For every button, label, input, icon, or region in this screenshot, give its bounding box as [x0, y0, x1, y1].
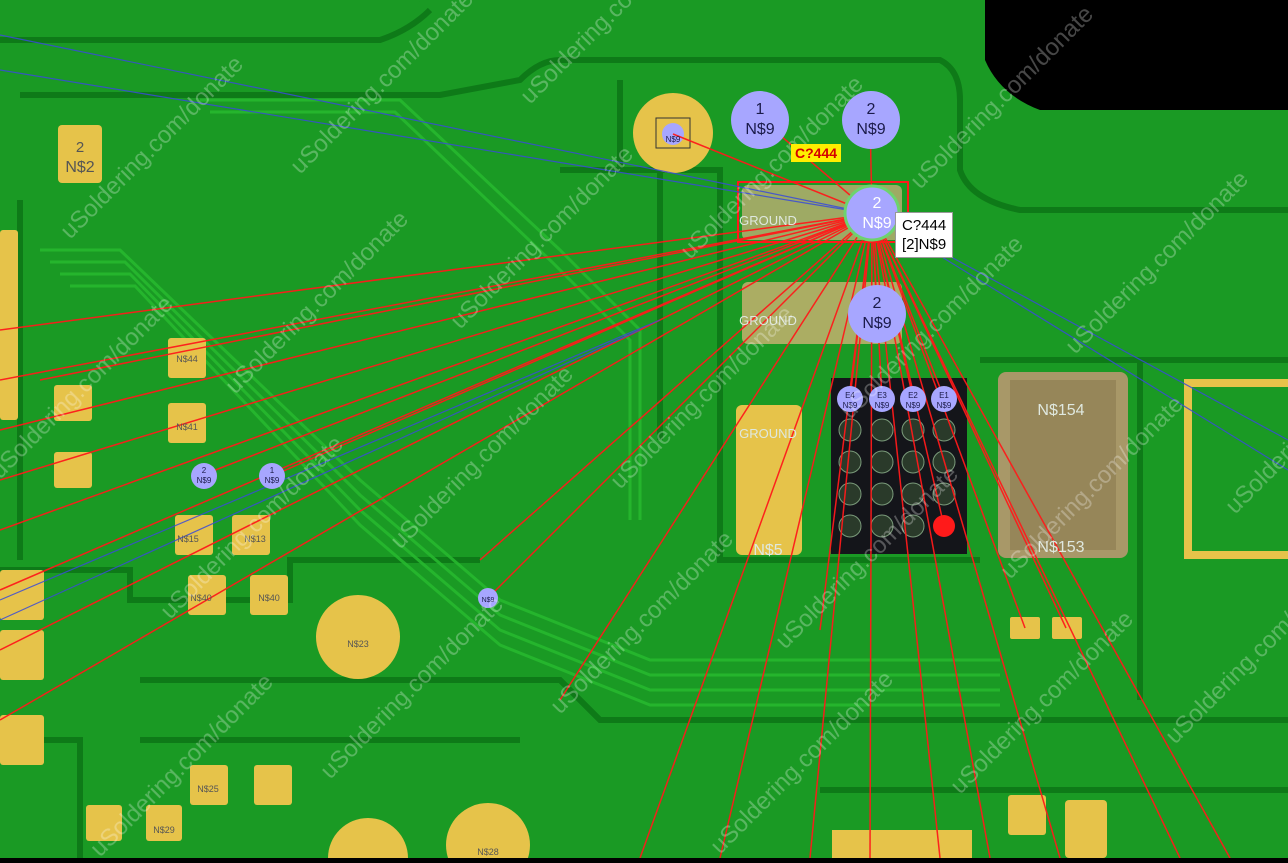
ground-label: GROUND [739, 213, 797, 228]
ratsnest-lines [0, 117, 1231, 859]
pad-net: N$9 [265, 476, 280, 485]
pad-1-n9[interactable] [731, 91, 789, 149]
net-label-n153: N$153 [1037, 539, 1084, 556]
pad-num: 2 [867, 101, 876, 118]
net-label-n40: N$40 [258, 593, 280, 603]
pad-net: N$9 [745, 121, 774, 138]
net-label-n25: N$25 [197, 784, 219, 794]
bga-pin-net: N$9 [937, 401, 952, 410]
selected-part-label: C?444 [791, 144, 842, 162]
component-labels: GROUND GROUND GROUND N$154 N$153 N$5 N$2… [153, 135, 1084, 857]
pad-2-n9[interactable] [842, 91, 900, 149]
net-label-n40: N$40 [190, 593, 212, 603]
pad-num: 1 [270, 466, 275, 475]
bga-pin-e3[interactable] [869, 386, 895, 412]
round-pad-n28[interactable] [446, 803, 530, 863]
diagonal-traces [40, 98, 1000, 707]
round-pad-n23[interactable] [316, 595, 400, 679]
pad-2-n9-lower[interactable] [848, 285, 906, 343]
net-label-n44: N$44 [176, 354, 198, 364]
net-label-n9: N$9 [666, 135, 681, 144]
bga-pin-id: E3 [877, 391, 887, 400]
net-label-n28: N$28 [477, 847, 499, 857]
net-label-n15: N$15 [177, 534, 199, 544]
bga-pin-net: N$9 [875, 401, 890, 410]
bga-pin-net: N$9 [843, 401, 858, 410]
small-pad-2-n9[interactable] [191, 463, 217, 489]
bga-pin-e4[interactable] [837, 386, 863, 412]
bga-pin-id: E2 [908, 391, 918, 400]
ground-label: GROUND [739, 313, 797, 328]
hover-tooltip: C?444 [2]N$9 [895, 212, 954, 258]
pad-num: 2 [76, 139, 84, 156]
pad-num: 2 [873, 195, 882, 212]
net-label-n154: N$154 [1037, 402, 1084, 419]
pad-num: 2 [873, 295, 882, 312]
net-label-n29: N$29 [153, 825, 175, 835]
net-label-n23: N$23 [347, 639, 369, 649]
tiny-pad-n9[interactable] [478, 588, 498, 608]
board-top-strip [0, 0, 420, 40]
pad-num: 2 [202, 466, 207, 475]
bga-pin-id: E4 [845, 391, 855, 400]
gold-frame [1184, 379, 1288, 559]
net-label-n5: N$5 [753, 542, 782, 559]
capacitor-vertical[interactable] [736, 405, 802, 555]
bga-pin-e2[interactable] [900, 386, 926, 412]
pad-net: N$9 [856, 121, 885, 138]
bga-pin-e1[interactable] [931, 386, 957, 412]
ground-label: GROUND [739, 426, 797, 441]
tooltip-pin-net: [2]N$9 [902, 236, 947, 253]
tooltip-part: C?444 [902, 217, 947, 234]
pad-net: N$9 [197, 476, 212, 485]
pad-net: N$2 [65, 159, 94, 176]
bga-pin-id: E1 [939, 391, 949, 400]
small-pad-1-n9[interactable] [259, 463, 285, 489]
pad-num: 1 [756, 101, 765, 118]
net-label-n13: N$13 [244, 534, 266, 544]
bga-pin-net: N$9 [906, 401, 921, 410]
net-label-n41: N$41 [176, 422, 198, 432]
pad-labels: 1 N$9 2 N$9 2 N$9 2 N$9 2 N$2 E4 N$9 E3 … [65, 101, 952, 604]
small-pads [0, 125, 1107, 858]
pad-net: N$9 [862, 315, 891, 332]
pad-net: N$9 [482, 597, 495, 604]
pad-net: N$9 [862, 215, 891, 232]
